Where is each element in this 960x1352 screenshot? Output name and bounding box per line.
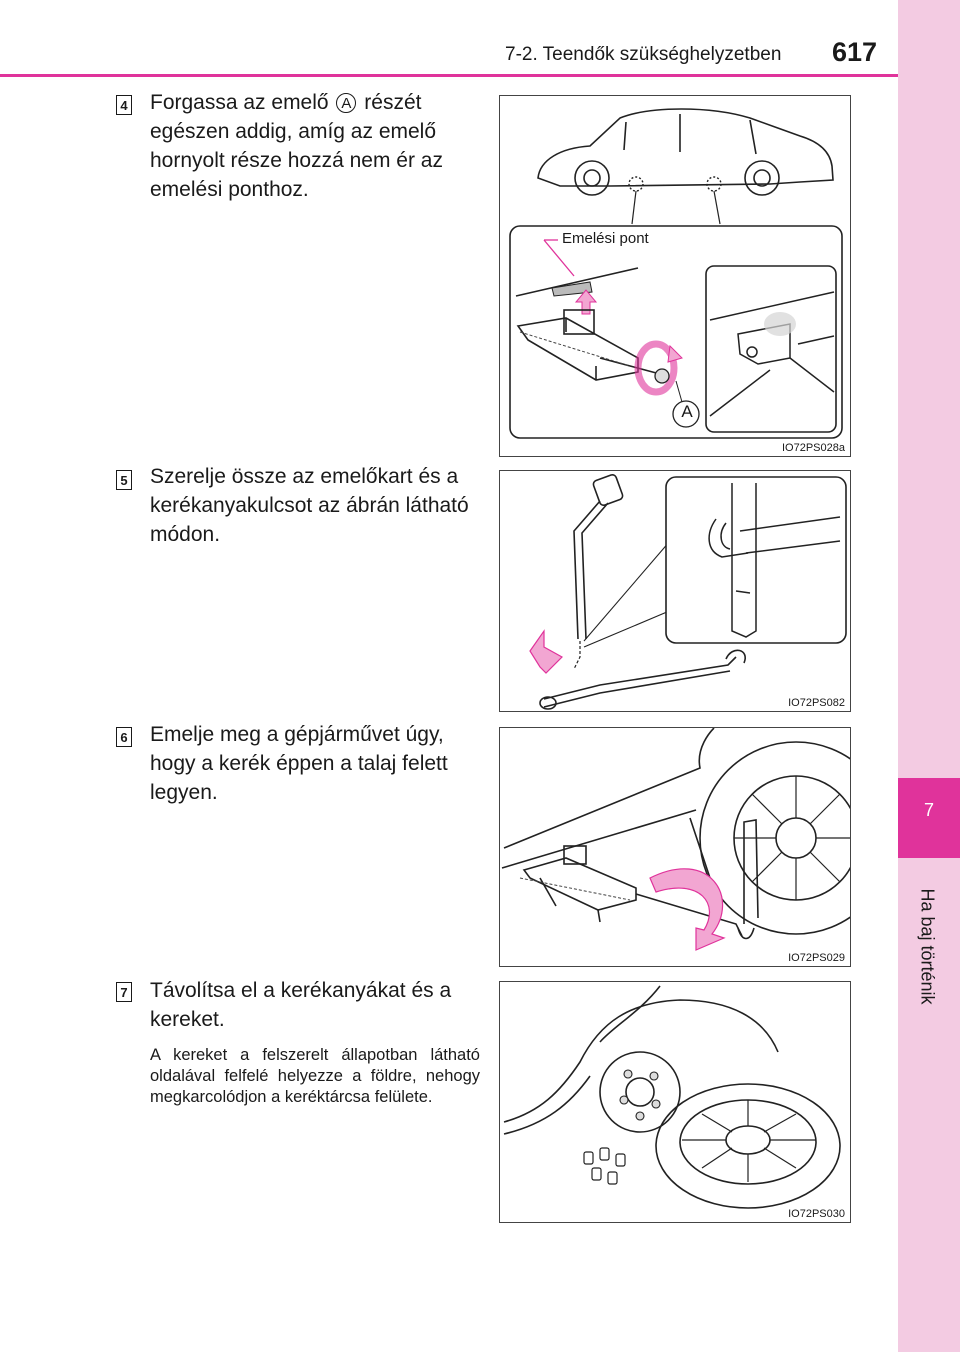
chapter-tab	[898, 778, 960, 858]
chapter-title-text: Ha baj történik	[917, 888, 938, 1005]
figure-code: IO72PS030	[785, 1208, 848, 1220]
step-text-7: Távolítsa el a kerékanyákat és a kereket…	[150, 979, 452, 1031]
lifting-point-callout: Emelési pont	[560, 230, 651, 247]
side-band	[898, 0, 960, 1352]
step-7-note: A kereket a felszerelt állapotban láthat…	[150, 1046, 480, 1106]
header-rule	[0, 74, 898, 77]
page-number: 617	[832, 37, 878, 67]
step-text-5: Szerelje össze az emelőkart és a kerékan…	[150, 465, 469, 546]
step-number-5: 5	[116, 470, 132, 490]
figure-1-drawing	[509, 108, 843, 439]
section-title: 7-2. Teendők szükséghelyzetben	[505, 44, 782, 65]
figure-code: IO72PS028a	[779, 442, 848, 454]
step-text-6: Emelje meg a gépjárművet úgy, hogy a ker…	[150, 723, 448, 804]
chapter-number: 7	[923, 800, 934, 820]
step-4-text-after: részét egészen addig, amíg az emelő horn…	[150, 91, 443, 201]
figure-wrench-assembly: IO72PS082	[499, 470, 851, 712]
figure-jack-lifting-point: Emelési pont A IO72PS028a	[499, 95, 851, 457]
chapter-title: Ha baj történik	[900, 868, 954, 1028]
step-4-text-before: Forgassa az emelő	[150, 91, 329, 114]
figure-3-drawing	[501, 728, 850, 951]
figure-2-drawing	[529, 474, 847, 710]
step-text-4: Forgassa az emelő A részét egészen addig…	[150, 88, 480, 204]
figure-lifting-vehicle: IO72PS029	[499, 727, 851, 967]
marker-a: A	[336, 93, 357, 113]
figure-code: IO72PS082	[785, 697, 848, 709]
figure-code: IO72PS029	[785, 952, 848, 964]
figure-4-drawing	[503, 985, 841, 1209]
figure-marker-a: A	[681, 402, 693, 421]
step-number-6: 6	[116, 727, 132, 747]
step-number-4: 4	[116, 95, 132, 115]
figure-wheel-removed: IO72PS030	[499, 981, 851, 1223]
step-number-7: 7	[116, 982, 132, 1002]
